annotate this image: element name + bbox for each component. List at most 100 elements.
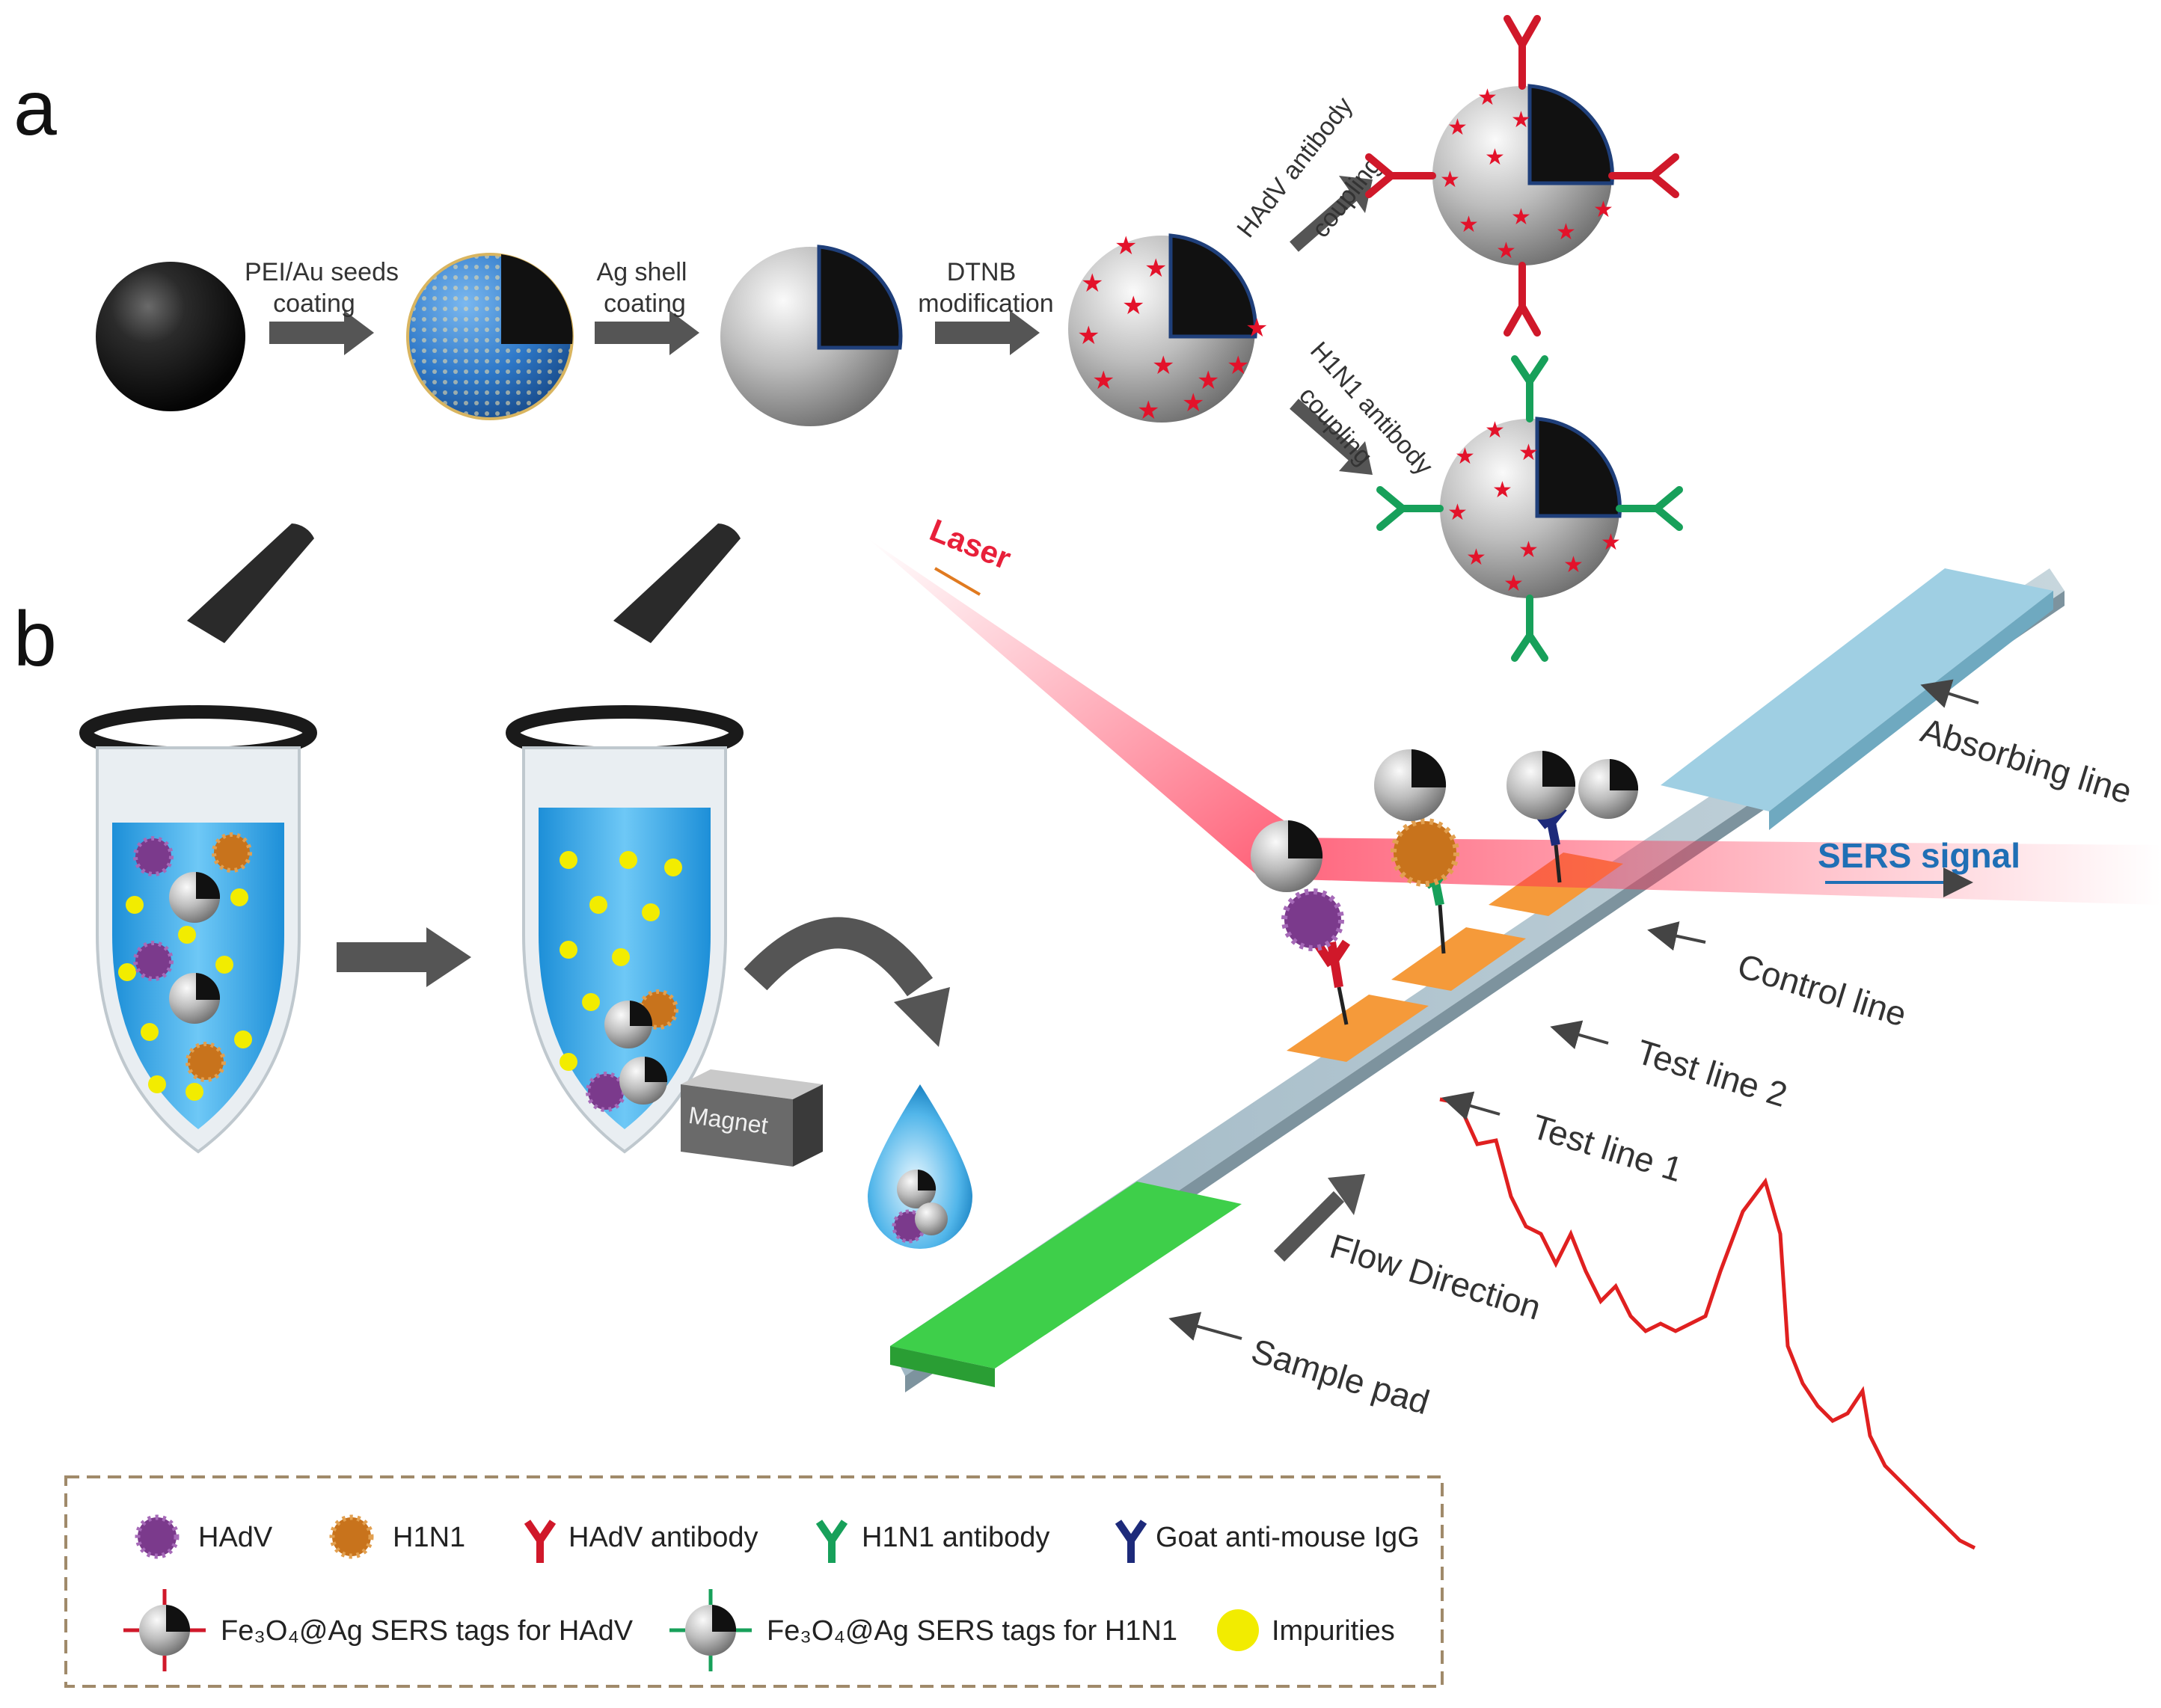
legend-tag-hadv-label: Fe₃O₄@Ag SERS tags for HAdV	[221, 1615, 634, 1647]
flow-direction-label: Flow Direction	[1325, 1226, 1545, 1327]
legend-hadv-label: HAdV	[198, 1522, 273, 1553]
branch-arrow-top	[1290, 176, 1373, 252]
svg-text:★: ★	[1511, 108, 1531, 132]
svg-text:★: ★	[1563, 553, 1584, 577]
legend-h1n1-antibody-label: H1N1 antibody	[862, 1522, 1049, 1553]
legend-hadv-antibody-label: HAdV antibody	[568, 1522, 758, 1553]
svg-text:★: ★	[1492, 478, 1512, 503]
absorbing-line-label: Absorbing line	[1916, 710, 2136, 811]
svg-text:★: ★	[1477, 85, 1498, 110]
sers-beam	[1272, 838, 2161, 905]
svg-text:★: ★	[1593, 197, 1613, 222]
svg-text:★: ★	[1115, 232, 1137, 260]
ag-shell-particle	[720, 245, 903, 426]
legend-h1n1-antibody-icon	[815, 1520, 848, 1563]
tube-transfer-arrow	[337, 927, 471, 987]
virus-particles-tube-1	[133, 832, 252, 1082]
step1-label-line1: PEI/Au seeds	[245, 258, 399, 286]
legend-goat-igg-icon	[1115, 1520, 1147, 1563]
svg-text:★: ★	[1197, 366, 1219, 395]
branch-arrow-bottom	[1290, 399, 1373, 475]
svg-text:★: ★	[1485, 145, 1505, 170]
flow-direction-arrow	[1273, 1174, 1365, 1262]
svg-text:★: ★	[1440, 168, 1460, 192]
svg-text:★: ★	[1511, 205, 1531, 230]
sample-pad-label: Sample pad	[1247, 1331, 1434, 1422]
complex-control-line	[1506, 751, 1639, 883]
sample-tube-2	[506, 523, 744, 1154]
h1n1-sers-tag: ★★★ ★★★ ★★★ ★	[1376, 355, 1683, 662]
legend-tag-h1n1-label: Fe₃O₄@Ag SERS tags for H1N1	[767, 1615, 1177, 1647]
svg-text:★: ★	[1518, 440, 1539, 465]
laser-arrow	[934, 567, 981, 596]
hadv-sers-tag: ★★★ ★★★ ★★★ ★	[1365, 15, 1679, 337]
laser-label: Laser	[925, 512, 1017, 577]
legend: HAdV H1N1 HAdV antibody H1N1 antibody Go…	[64, 1475, 1444, 1688]
legend-tag-hadv-icon	[123, 1589, 206, 1671]
svg-text:★: ★	[1092, 366, 1115, 395]
magnetic-core-particle	[96, 262, 245, 411]
svg-text:★: ★	[1556, 220, 1576, 245]
step2-label-line2: coating	[604, 289, 686, 318]
legend-h1n1-label: H1N1	[393, 1522, 465, 1553]
svg-text:★: ★	[1455, 444, 1475, 469]
legend-h1n1-icon	[329, 1514, 374, 1559]
step-arrow-3	[935, 310, 1040, 355]
curved-arrow	[744, 917, 950, 1047]
svg-text:★: ★	[1144, 254, 1167, 283]
svg-text:★: ★	[1447, 500, 1468, 525]
control-line-label: Control line	[1733, 946, 1911, 1034]
legend-impurity-icon	[1217, 1609, 1259, 1651]
svg-text:★: ★	[1447, 115, 1468, 140]
svg-text:★: ★	[1182, 389, 1204, 417]
step3-label-line2: modification	[918, 289, 1053, 318]
dtnb-particle: ★★ ★★ ★★ ★★ ★★ ★★	[1068, 232, 1268, 425]
step1-label-line2: coating	[273, 289, 355, 318]
svg-text:★: ★	[1601, 530, 1621, 555]
svg-text:★: ★	[1227, 351, 1249, 380]
test-line-1	[1287, 995, 1429, 1062]
au-seeded-particle	[406, 253, 574, 420]
svg-text:★: ★	[1496, 239, 1516, 263]
svg-text:★: ★	[1137, 396, 1159, 425]
legend-hadv-icon	[135, 1514, 180, 1559]
complex-test-line-2	[1374, 749, 1459, 954]
legend-impurities-label: Impurities	[1272, 1615, 1395, 1647]
svg-text:★: ★	[1503, 571, 1524, 596]
svg-text:★: ★	[1122, 292, 1144, 320]
captured-complexes	[586, 989, 678, 1112]
step-arrow-1	[269, 310, 374, 355]
panel-label-a: a	[13, 65, 57, 152]
sample-pad	[890, 1182, 1242, 1368]
complex-test-line-1	[1251, 820, 1350, 1025]
legend-border	[64, 1475, 1444, 1688]
laser-beam	[868, 538, 1309, 875]
test-line-1-label: Test line 1	[1527, 1107, 1687, 1189]
svg-text:★: ★	[1152, 351, 1174, 380]
sample-droplet	[868, 1084, 972, 1249]
test-line-2-label: Test line 2	[1632, 1032, 1791, 1114]
sers-spectrum	[1439, 1097, 1976, 1550]
step-arrow-2	[595, 310, 699, 355]
sample-tube-1	[79, 523, 317, 1154]
svg-text:★: ★	[1081, 269, 1103, 298]
svg-text:★: ★	[1077, 322, 1100, 350]
legend-goat-igg-label: Goat anti-mouse IgG	[1156, 1522, 1420, 1553]
step3-label-line1: DTNB	[947, 258, 1017, 286]
magnet-block: Magnet	[681, 1069, 823, 1167]
lateral-flow-strip	[890, 568, 2065, 1392]
svg-text:★: ★	[1466, 545, 1486, 570]
svg-text:★: ★	[1459, 212, 1479, 237]
legend-tag-h1n1-icon	[669, 1589, 752, 1671]
step2-label-line1: Ag shell	[597, 258, 687, 286]
test-line-2	[1391, 927, 1526, 991]
svg-text:★: ★	[1485, 418, 1505, 443]
absorbing-pad	[1661, 568, 2053, 811]
panel-label-b: b	[13, 596, 57, 683]
svg-text:★: ★	[1245, 314, 1268, 342]
svg-text:★: ★	[1518, 538, 1539, 562]
legend-hadv-antibody-icon	[524, 1520, 557, 1563]
sers-signal-label: SERS signal	[1818, 836, 2020, 875]
